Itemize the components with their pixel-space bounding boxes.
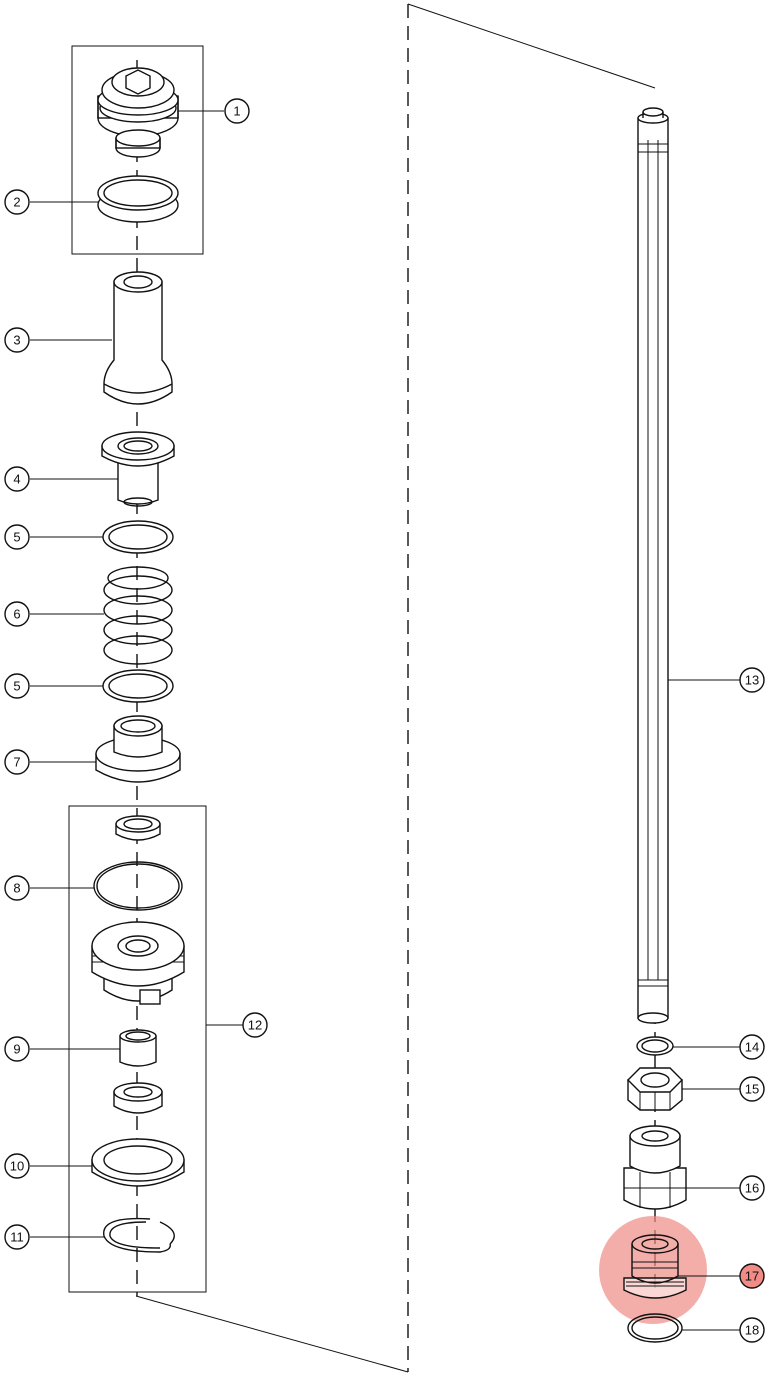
callout-8-label: 8 xyxy=(13,881,20,896)
callout-11-label: 11 xyxy=(10,1230,24,1245)
group-box-1 xyxy=(71,45,204,255)
callout-3-label: 3 xyxy=(13,333,20,348)
callout-9-label: 9 xyxy=(13,1042,20,1057)
callout-13-label: 13 xyxy=(745,673,759,688)
callout-17: 17 xyxy=(739,1263,765,1289)
part-housing xyxy=(91,921,185,1005)
part-packing-bottom xyxy=(113,1082,163,1114)
callout-2-label: 2 xyxy=(13,195,20,210)
callout-7: 7 xyxy=(4,749,30,775)
part-14-washer xyxy=(636,1036,674,1056)
callout-6-label: 6 xyxy=(13,607,20,622)
leader-lines xyxy=(30,110,740,1331)
part-7-spring-seat xyxy=(95,715,181,783)
callout-1-label: 1 xyxy=(233,104,240,119)
callout-9: 9 xyxy=(4,1036,30,1062)
callout-5a-label: 5 xyxy=(13,530,20,545)
callout-4-label: 4 xyxy=(13,472,20,487)
part-5a-washer xyxy=(102,520,174,554)
callout-15: 15 xyxy=(739,1076,765,1102)
part-3-sleeve xyxy=(103,271,173,405)
part-16-coupling xyxy=(623,1125,687,1210)
highlight-circle-17 xyxy=(599,1216,707,1324)
callout-3: 3 xyxy=(4,327,30,353)
part-10-gland xyxy=(91,1138,185,1187)
callout-11: 11 xyxy=(4,1224,30,1250)
callout-17-label: 17 xyxy=(745,1269,759,1284)
connector-lines xyxy=(135,3,656,1373)
callout-5a: 5 xyxy=(4,524,30,550)
part-18-oring xyxy=(627,1313,683,1343)
part-5b-washer xyxy=(102,669,174,703)
callout-18: 18 xyxy=(739,1317,765,1343)
callout-14-label: 14 xyxy=(745,1040,759,1055)
callout-13: 13 xyxy=(739,667,765,693)
callout-15-label: 15 xyxy=(745,1082,759,1097)
callout-5b-label: 5 xyxy=(13,679,20,694)
part-packing-top xyxy=(115,815,161,841)
part-6-spring xyxy=(103,566,173,665)
callout-7-label: 7 xyxy=(13,755,20,770)
callout-16-label: 16 xyxy=(745,1181,759,1196)
callout-4: 4 xyxy=(4,466,30,492)
part-2-ring xyxy=(97,175,179,223)
part-17-fitting xyxy=(623,1234,687,1299)
part-9-bushing xyxy=(119,1029,157,1067)
callout-12: 12 xyxy=(242,1012,268,1038)
callout-10: 10 xyxy=(4,1153,30,1179)
part-11-snap-ring xyxy=(103,1217,175,1253)
callout-14: 14 xyxy=(739,1034,765,1060)
part-4-seat xyxy=(101,431,175,507)
part-13-rod xyxy=(637,107,669,1024)
callout-8: 8 xyxy=(4,875,30,901)
part-1-cap xyxy=(97,67,179,158)
part-8-oring xyxy=(93,861,183,911)
callout-16: 16 xyxy=(739,1175,765,1201)
callout-2: 2 xyxy=(4,189,30,215)
callout-10-label: 10 xyxy=(10,1159,24,1174)
callout-6: 6 xyxy=(4,601,30,627)
callout-12-label: 12 xyxy=(248,1018,262,1033)
part-15-hex-nut xyxy=(627,1067,683,1111)
callout-18-label: 18 xyxy=(745,1323,759,1338)
callout-1: 1 xyxy=(224,98,250,124)
callout-5b: 5 xyxy=(4,673,30,699)
